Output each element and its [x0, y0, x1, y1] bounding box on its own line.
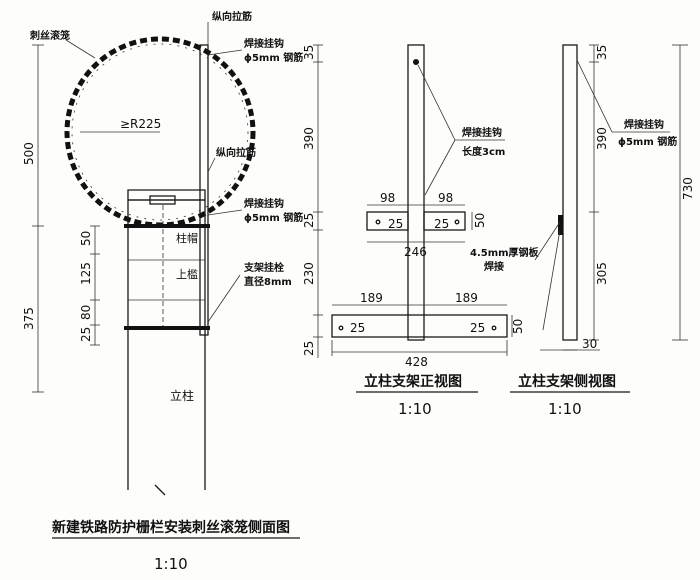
label-wire-coil: 刺丝滚笼 — [29, 29, 70, 42]
side-frame-dim-35: 35 — [595, 45, 609, 60]
side-frame-dim-390: 390 — [595, 127, 609, 150]
front-dim-25b: 25 — [302, 341, 316, 356]
mid-plate-left — [366, 211, 409, 231]
label-bolt-dia: 直径8mm — [244, 275, 292, 288]
label-weld-hook-2: 焊接挂钩 — [244, 197, 284, 210]
side-view-title: 新建铁路防护栅栏安装刺丝滚笼侧面图 — [52, 519, 290, 536]
wire-coil-inner — [71, 43, 249, 221]
side-view — [32, 22, 256, 496]
front-dim-98-left: 98 — [380, 191, 395, 205]
label-pull-top: 纵向拉筋 — [212, 10, 252, 23]
side-frame-label-weld-hook: 焊接挂钩 — [624, 118, 664, 131]
front-view — [313, 44, 513, 358]
front-dim-25-l1: 25 — [388, 217, 403, 231]
post-cap-top — [127, 189, 206, 201]
label-radius: ≥R225 — [120, 117, 161, 131]
label-bolt: 支架挂栓 — [243, 261, 284, 274]
front-dim-25-r2: 25 — [470, 321, 485, 335]
dim-125: 125 — [79, 262, 93, 285]
label-rod-2: ϕ5mm 钢筋 — [244, 211, 303, 224]
front-dim-246: 246 — [404, 245, 427, 259]
side-frame-dim-730: 730 — [681, 177, 695, 200]
side-frame-dim-30: 30 — [582, 337, 597, 351]
side-frame-label-plate: 4.5mm厚钢板 — [470, 246, 540, 259]
front-dim-25-r1: 25 — [434, 217, 449, 231]
side-frame-label-weld: 焊接 — [484, 260, 504, 273]
side-frame-view-title: 立柱支架侧视图 — [518, 373, 616, 390]
front-dim-189-left: 189 — [360, 291, 383, 305]
side-frame-view-scale: 1:10 — [548, 400, 582, 418]
front-post — [407, 44, 425, 341]
frame-bar — [199, 44, 209, 336]
front-dim-428: 428 — [405, 355, 428, 369]
front-dim-50-2: 50 — [511, 319, 525, 334]
post-break — [154, 484, 166, 496]
dim-50: 50 — [79, 231, 93, 246]
front-dim-25-l2: 25 — [350, 321, 365, 335]
front-label-length: 长度3cm — [462, 145, 505, 158]
dim-375: 375 — [22, 307, 36, 330]
front-dim-25a: 25 — [302, 213, 316, 228]
side-frame-post — [562, 44, 578, 341]
label-upper: 上槛 — [176, 267, 198, 281]
label-cap: 柱帽 — [176, 231, 198, 245]
dim-80: 80 — [79, 305, 93, 320]
side-view-scale: 1:10 — [154, 555, 188, 573]
cap-block — [149, 195, 176, 205]
front-dim-35: 35 — [302, 45, 316, 60]
front-dim-189-right: 189 — [455, 291, 478, 305]
side-frame-dim-305: 305 — [595, 262, 609, 285]
front-dim-50-1: 50 — [473, 213, 487, 228]
side-plate — [558, 215, 563, 235]
side-frame-label-rod: ϕ5mm 钢筋 — [618, 135, 677, 148]
front-hook — [413, 59, 419, 65]
front-dim-390: 390 — [302, 127, 316, 150]
label-rod-1: ϕ5mm 钢筋 — [244, 51, 303, 64]
side-frame-view — [534, 44, 688, 351]
bottom-arm — [331, 314, 508, 338]
label-pull-mid: 纵向拉筋 — [216, 146, 256, 159]
label-post: 立柱 — [170, 388, 194, 403]
front-dim-98-right: 98 — [438, 191, 453, 205]
dim-500: 500 — [22, 142, 36, 165]
front-view-title: 立柱支架正视图 — [364, 373, 462, 390]
mid-plate-right — [423, 211, 466, 231]
front-view-scale: 1:10 — [398, 400, 432, 418]
front-dim-230: 230 — [302, 262, 316, 285]
front-label-weld-hook: 焊接挂钩 — [462, 126, 502, 139]
dim-25: 25 — [79, 327, 93, 342]
label-weld-hook-1: 焊接挂钩 — [244, 37, 284, 50]
